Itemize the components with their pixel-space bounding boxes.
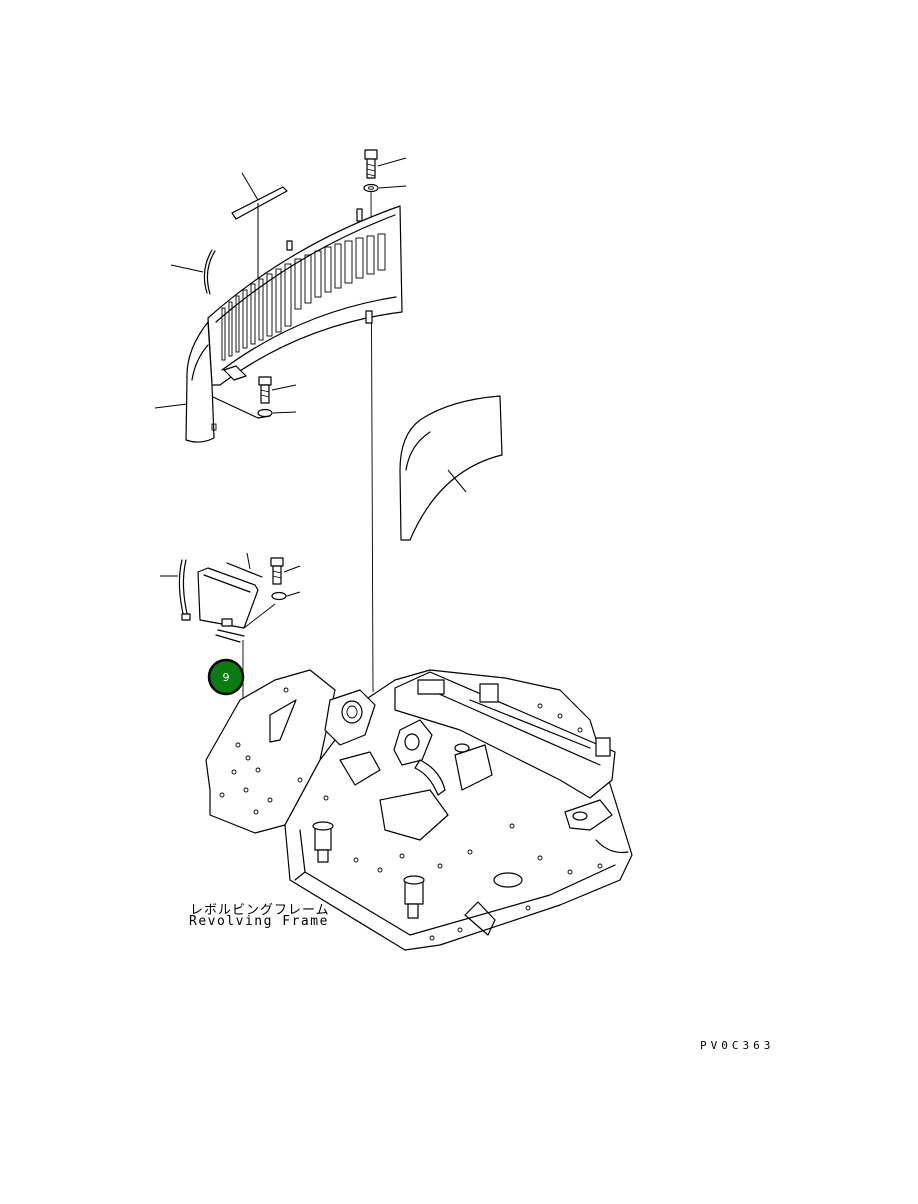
lower-washer	[243, 591, 301, 629]
mid-washer	[212, 396, 297, 419]
lower-cover	[197, 567, 259, 643]
frame-label-english: Revolving Frame	[189, 914, 329, 929]
top-washer	[363, 183, 407, 193]
side-seal	[170, 249, 216, 295]
revolving-frame	[205, 669, 633, 951]
mount-centre	[403, 875, 425, 919]
mid-bolt	[258, 376, 297, 404]
callout-9[interactable]: 9	[207, 658, 245, 696]
lower-bolt	[270, 557, 301, 585]
mount-left	[312, 821, 334, 863]
mount-rear	[417, 679, 611, 757]
mount-right	[564, 799, 613, 831]
curved-sheet	[399, 395, 503, 541]
lower-seal	[160, 559, 191, 621]
clip	[223, 365, 247, 381]
drawing-code: PV0C363	[700, 1039, 775, 1052]
top-bolt	[364, 149, 407, 179]
lower-strip	[226, 552, 263, 578]
callout-number: 9	[223, 671, 230, 684]
grille-cover	[185, 205, 403, 443]
frame-label-japanese: レボルビングフレーム	[190, 903, 330, 918]
